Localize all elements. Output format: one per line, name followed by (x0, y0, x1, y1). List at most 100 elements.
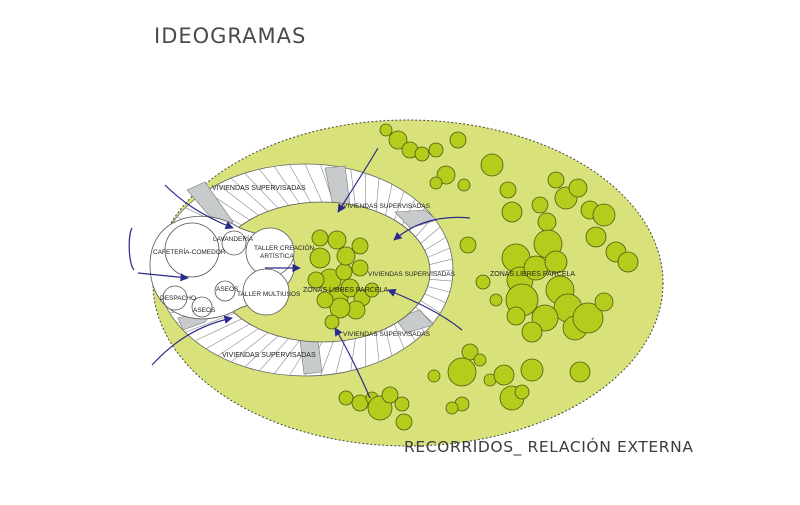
page-title: IDEOGRAMAS (154, 24, 307, 48)
tree-circle (381, 386, 399, 404)
label-taller-creacion-1: TALLER CREACIÓN (254, 243, 315, 252)
tree-circle (427, 369, 441, 383)
label-viviendas-bottom-inner: VIVIENDAS SUPERVISADAS (343, 331, 431, 338)
ring-division-line (304, 163, 323, 203)
label-lavanderia: LAVANDERÍA (213, 234, 254, 243)
tree-circle (617, 251, 639, 273)
label-taller-multiusos: TALLER MULTIUSOS (237, 291, 301, 298)
tree-circle (351, 237, 369, 255)
label-viviendas-top: VIVIENDAS SUPERVISADAS (212, 185, 306, 192)
tree-circle (520, 358, 544, 382)
tree-circle (335, 263, 353, 281)
ring-division-line (427, 247, 450, 258)
ring-division-line (350, 338, 356, 371)
ring-division-line (420, 300, 441, 314)
ring-division-line (289, 164, 311, 203)
tree-circle (436, 165, 456, 185)
tree-circle (457, 178, 471, 192)
circulation-arrows (128, 147, 471, 399)
ring-division-line (427, 286, 450, 293)
label-despacho: DESPACHO (160, 295, 196, 302)
tree-circle (394, 396, 410, 412)
tree-circle (514, 384, 530, 400)
tree-circle (585, 226, 607, 248)
tree-circle (351, 259, 369, 277)
tree-circle (307, 271, 325, 289)
ring-division-line (320, 341, 334, 376)
label-zonas-outer: ZONAS LIBRES PARCELA (490, 271, 575, 278)
label-zonas-inner: ZONAS LIBRES PARCELA (303, 287, 388, 294)
ring-division-line (429, 258, 453, 265)
ring-division-line (385, 184, 393, 216)
ring-division-line (420, 226, 441, 244)
ring-division-line (394, 191, 405, 221)
tree-circle (428, 142, 444, 158)
tree-circle (594, 292, 614, 312)
tree-circle (340, 278, 360, 298)
ring-division-line (230, 177, 269, 212)
ring-division-line (424, 293, 446, 304)
tree-circle (531, 196, 549, 214)
tree-circle (501, 201, 523, 223)
ring-division-line (364, 173, 367, 209)
tree-circle (364, 282, 380, 298)
label-taller-creacion-2: ARTÍSTICA (260, 251, 294, 260)
ring-division-line (394, 323, 405, 349)
tree-circle (324, 314, 340, 330)
ring-division-line (273, 340, 300, 374)
tree-circle (499, 181, 517, 199)
tree-circle (475, 274, 491, 290)
ring-division-line (217, 183, 259, 216)
page-subtitle: RECORRIDOS_ RELACIÓN EXTERNA (404, 438, 694, 456)
tree-circle (445, 401, 459, 415)
tree-circle (338, 390, 354, 406)
tree-circle (547, 171, 565, 189)
tree-circle (388, 130, 408, 150)
tree-circle (447, 357, 477, 387)
ring-division-line (194, 318, 242, 342)
tree-circle (537, 212, 557, 232)
tree-circle (544, 250, 568, 274)
tree-circle (336, 246, 356, 266)
tree-circle (521, 321, 543, 343)
label-aseos-1: ASEOS (216, 286, 239, 293)
tree-circle (493, 364, 515, 386)
tree-circle (459, 236, 477, 254)
tree-circle (480, 153, 504, 177)
tree-circle (316, 291, 334, 309)
tree-circle (449, 131, 467, 149)
ring-division-line (244, 172, 279, 209)
tree-circle (327, 230, 347, 250)
tree-circle (351, 394, 369, 412)
tree-circle (329, 297, 351, 319)
label-viviendas-bottom: VIVIENDAS SUPERVISADAS (222, 352, 316, 359)
label-viviendas-right-inner: VIVIENDAS SUPERVISADAS (368, 271, 456, 278)
ring-division-line (230, 332, 269, 363)
ring-division-line (424, 236, 446, 251)
ring-division-line (429, 269, 454, 273)
tree-circle (489, 293, 503, 307)
tree-circle (568, 178, 588, 198)
ring-division-line (244, 335, 279, 368)
trees-inner (307, 229, 380, 330)
ring-division-line (364, 335, 367, 367)
ring-division-line (375, 332, 380, 362)
diagram-labels: VIVIENDAS SUPERVISADAS VIVIENDAS SUPERVI… (153, 185, 575, 359)
room-circles (162, 222, 295, 318)
ring-division-line (385, 328, 393, 356)
tree-circle (569, 361, 591, 383)
tree-circle (592, 203, 616, 227)
tree-circle (473, 353, 487, 367)
label-aseos-2: ASEOS (193, 307, 216, 314)
tree-circle (395, 413, 413, 431)
ring-division-line (273, 166, 300, 204)
tree-circle (309, 247, 331, 269)
tree-circle (311, 229, 329, 247)
ring-division-line (335, 340, 345, 374)
tree-circle (506, 306, 526, 326)
ring-division-line (429, 279, 453, 282)
tree-circle (379, 123, 393, 137)
tree-circle (414, 146, 430, 162)
tree-circle (461, 343, 479, 361)
